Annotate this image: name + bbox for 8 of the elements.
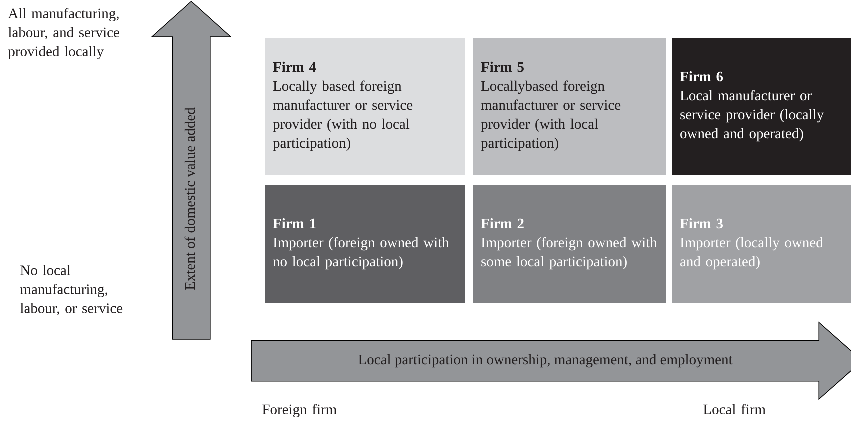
firm-box: Firm 4 Locally based foreign manufacturer or service provider (with no local participation) [265, 38, 465, 175]
firm-box: Firm 5 Locallybased foreign manufacturer or service provider (with local participation) [473, 38, 666, 175]
firm-box: Firm 2 Importer (foreign owned with some local participation) [473, 185, 666, 303]
firm-box: Firm 6 Local manufacturer or service provider (locally owned and operated) [672, 38, 851, 175]
axis-label: No local manufacturing, labour, or service [20, 265, 123, 316]
firm-box: Firm 1 Importer (foreign owned with no local participation) [265, 185, 465, 303]
firm-box: Firm 3 Importer (locally owned and operated) [672, 185, 851, 303]
axis-label: All manufacturing, labour, and service provided locally [8, 8, 120, 60]
